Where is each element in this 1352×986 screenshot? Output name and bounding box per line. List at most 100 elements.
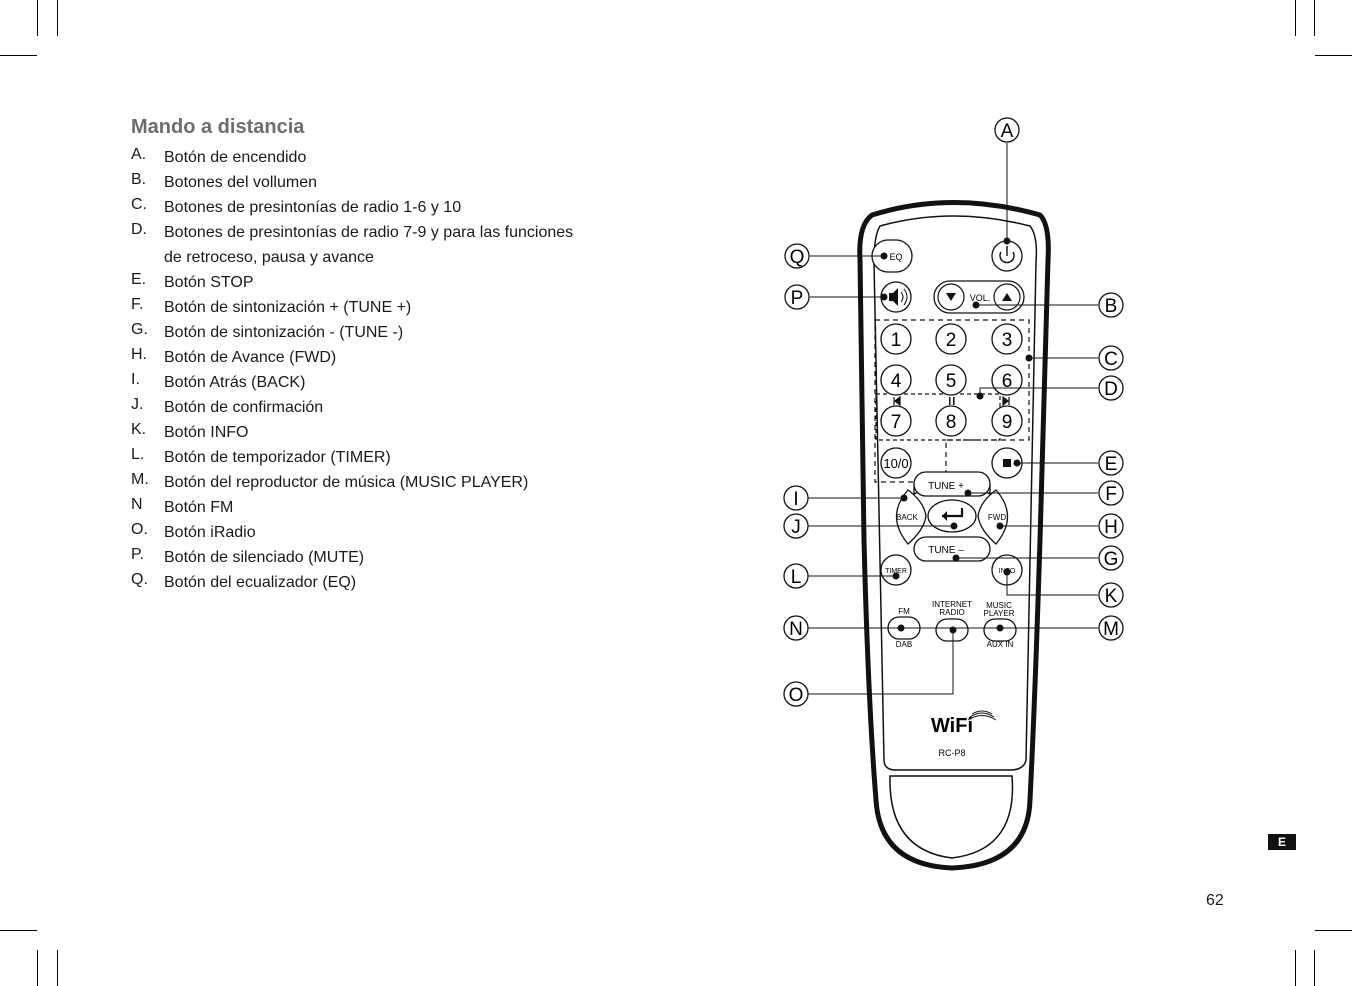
- svg-text:I: I: [793, 489, 798, 510]
- callout-a: A: [994, 117, 1020, 143]
- svg-text:L: L: [791, 567, 802, 588]
- wifi-logo: WiFi: [931, 710, 997, 737]
- item-text: Botón de Avance (FWD): [164, 349, 337, 366]
- callout-b: B: [1098, 292, 1124, 318]
- digit-button-3: [991, 323, 1023, 355]
- svg-text:BACK: BACK: [896, 513, 918, 522]
- svg-text:VOL.: VOL.: [970, 293, 991, 303]
- item-letter: B.: [131, 171, 147, 188]
- callout-c: C: [1098, 345, 1124, 371]
- callout-h: H: [1098, 513, 1124, 539]
- svg-text:A: A: [1001, 121, 1014, 142]
- mute-icon: [880, 281, 912, 313]
- svg-text:J: J: [791, 517, 801, 538]
- item-letter: M.: [131, 471, 149, 488]
- digit-button-5: [935, 364, 967, 396]
- item-letter: O.: [131, 521, 148, 538]
- callout-e: E: [1098, 450, 1124, 476]
- callout-labels: A Q P B C D E F I J H G L K N M O: [783, 117, 1124, 707]
- svg-text:H: H: [1104, 517, 1118, 538]
- digit-button-8: [935, 405, 967, 437]
- digit-label: 3: [1002, 330, 1013, 351]
- svg-text:DAB: DAB: [896, 640, 912, 649]
- callout-n: N: [783, 615, 809, 641]
- item-text: Botón del reproductor de música (MUSIC P…: [164, 474, 529, 491]
- item-text: Botones del vollumen: [164, 174, 317, 191]
- digit-button-1: [880, 323, 912, 355]
- svg-text:O: O: [789, 685, 804, 706]
- language-tag: E: [1268, 834, 1296, 850]
- callout-i: I: [783, 485, 809, 511]
- page-number: 62: [1206, 892, 1224, 909]
- callout-m: M: [1098, 615, 1124, 641]
- ten-zero-button: 10/0: [880, 447, 912, 479]
- item-letter: A.: [131, 146, 147, 163]
- svg-text:AUX IN: AUX IN: [987, 640, 1014, 649]
- callout-k: K: [1098, 582, 1124, 608]
- item-text: Botón del ecualizador (EQ): [164, 574, 357, 591]
- svg-text:B: B: [1105, 296, 1118, 317]
- svg-text:PLAYER: PLAYER: [984, 609, 1015, 618]
- item-text: Botón de sintonización - (TUNE -): [164, 324, 404, 341]
- item-letter: P.: [131, 546, 145, 563]
- digit-button-7: [880, 405, 912, 437]
- callout-j: J: [783, 513, 809, 539]
- svg-text:TUNE –: TUNE –: [928, 545, 964, 556]
- item-text: Botón de temporizador (TIMER): [164, 449, 391, 466]
- svg-text:M: M: [1103, 619, 1119, 640]
- svg-text:FWD: FWD: [988, 513, 1006, 522]
- item-letter: E.: [131, 271, 147, 288]
- digit-label: 9: [1002, 412, 1013, 433]
- volume-down-icon: [946, 293, 956, 301]
- item-letter: Q.: [131, 571, 148, 588]
- item-text: Botones de presintonías de radio 1-6 y 1…: [164, 199, 462, 216]
- svg-text:K: K: [1105, 586, 1118, 607]
- callout-q: Q: [784, 243, 810, 269]
- digit-label: 7: [891, 412, 902, 433]
- callout-o: O: [783, 681, 809, 707]
- item-letter: C.: [131, 196, 147, 213]
- power-icon: [991, 240, 1023, 272]
- callout-l: L: [783, 563, 809, 589]
- volume-up-icon: [1002, 293, 1012, 301]
- item-letter: H.: [131, 346, 147, 363]
- volume-buttons: VOL.: [933, 280, 1025, 314]
- svg-text:E: E: [1105, 454, 1118, 475]
- digit-button-9: [991, 405, 1023, 437]
- callout-f: F: [1098, 480, 1124, 506]
- digit-label: 8: [946, 412, 957, 433]
- item-letter: N: [131, 496, 143, 513]
- transport-icons: [893, 395, 1010, 407]
- item-text: Botón iRadio: [164, 524, 256, 541]
- item-text: Botón INFO: [164, 424, 249, 441]
- item-text: Botón STOP: [164, 274, 254, 291]
- callout-g: G: [1098, 545, 1124, 571]
- stop-icon: [1003, 459, 1011, 467]
- preset-box-c: [874, 319, 1030, 483]
- svg-text:TUNE +: TUNE +: [928, 481, 964, 492]
- svg-text:MUSIC: MUSIC: [986, 601, 1012, 610]
- digit-button-2: [935, 323, 967, 355]
- item-letter: F.: [131, 296, 144, 313]
- svg-text:INTERNET: INTERNET: [932, 600, 972, 609]
- item-letter: I.: [131, 371, 140, 388]
- digit-label: 6: [1002, 371, 1013, 392]
- digit-button-4: [880, 364, 912, 396]
- svg-text:P: P: [791, 288, 804, 309]
- digit-label: 4: [891, 371, 902, 392]
- item-text: Botón Atrás (BACK): [164, 374, 306, 391]
- item-letter: L.: [131, 446, 145, 463]
- svg-text:EQ: EQ: [889, 252, 902, 262]
- callout-d: D: [1098, 375, 1124, 401]
- enter-icon: [942, 508, 964, 518]
- svg-text:TIMER: TIMER: [885, 568, 907, 575]
- item-text: Botón FM: [164, 499, 234, 516]
- item-letter: D.: [131, 221, 147, 238]
- svg-text:N: N: [789, 619, 803, 640]
- item-letter: G.: [131, 321, 148, 338]
- digit-label: 2: [946, 330, 957, 351]
- item-text: Botones de presintonías de radio 7-9 y p…: [164, 224, 574, 241]
- callout-dots: [880, 237, 1033, 634]
